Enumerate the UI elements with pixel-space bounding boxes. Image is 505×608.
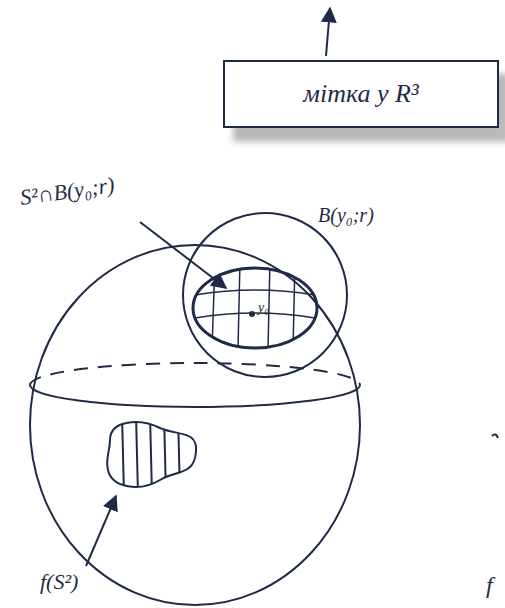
leader-arrow: [326, 8, 330, 56]
point-label: y₀: [258, 300, 269, 315]
image-label: f(S²): [40, 570, 78, 594]
note-box: мітка у R³: [223, 60, 499, 128]
ball-label: B(y₀;r): [318, 204, 374, 226]
cap-hatching: [195, 260, 315, 350]
equator-back: [30, 363, 360, 385]
note-text: мітка у R³: [303, 79, 418, 109]
cut-letter: f: [486, 572, 493, 598]
leader-arrow: [140, 222, 226, 288]
sphere-outline: [30, 245, 360, 605]
stray-mark: [492, 434, 498, 438]
cap-outline: [193, 268, 317, 348]
equator-front: [30, 385, 360, 407]
intersection-label: S²∩B(y₀;r): [19, 173, 116, 210]
ball-outline: [183, 213, 347, 377]
blob-hatching: [122, 415, 180, 495]
point-dot: [249, 311, 255, 317]
leader-arrow: [86, 496, 116, 566]
